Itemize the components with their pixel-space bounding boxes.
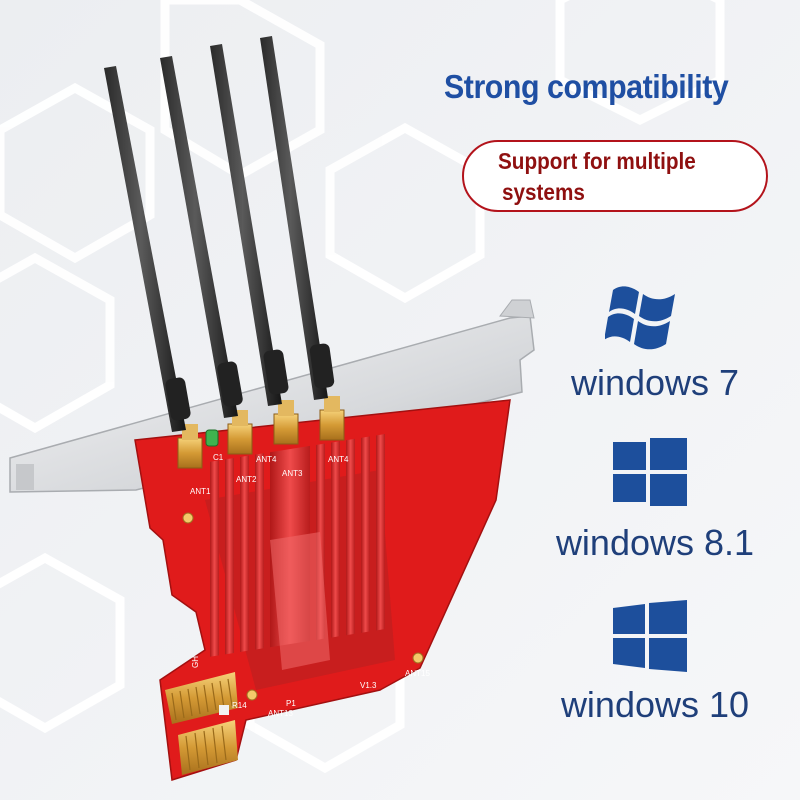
silk-label: ANT4 bbox=[256, 455, 277, 464]
os-label: windows 8.1 bbox=[555, 522, 755, 563]
page-title: Strong compatibility bbox=[444, 68, 729, 105]
windows-8-logo-icon bbox=[613, 438, 687, 506]
silk-label: ANT1 bbox=[190, 487, 211, 496]
silk-label: GH bbox=[191, 656, 200, 668]
antennas bbox=[104, 36, 335, 432]
silk-label: ANT15 bbox=[405, 669, 430, 678]
callout-badge: Support for multiple systems bbox=[462, 140, 768, 212]
silk-label: ANT2 bbox=[236, 475, 257, 484]
status-led bbox=[205, 429, 219, 447]
os-label: windows 7 bbox=[570, 362, 740, 403]
silk-label: ANT13 bbox=[268, 709, 293, 718]
silk-label: V1.3 bbox=[360, 681, 377, 690]
silk-label: ANT4 bbox=[328, 455, 349, 464]
windows-7-flag-logo-icon bbox=[605, 286, 675, 350]
silkscreen-labels: ANT1 C1 ANT2 ANT4 ANT3 ANT4 V1.3 ANT15 A… bbox=[190, 453, 430, 718]
silk-label: P1 bbox=[286, 699, 296, 708]
callout-line-2: systems bbox=[502, 179, 585, 205]
os-item-windows-7: windows 7 bbox=[520, 280, 790, 410]
silk-label: R14 bbox=[232, 701, 247, 710]
os-item-windows-8-1: windows 8.1 bbox=[520, 436, 790, 566]
silk-label: C1 bbox=[213, 453, 224, 462]
silk-label: ANT3 bbox=[282, 469, 303, 478]
windows-10-logo-icon bbox=[613, 600, 687, 672]
callout-line-1: Support for multiple bbox=[498, 148, 696, 174]
sma-connectors bbox=[177, 396, 345, 469]
os-label: windows 10 bbox=[560, 684, 750, 725]
heatsink bbox=[205, 434, 395, 690]
os-item-windows-10: windows 10 bbox=[520, 600, 790, 730]
